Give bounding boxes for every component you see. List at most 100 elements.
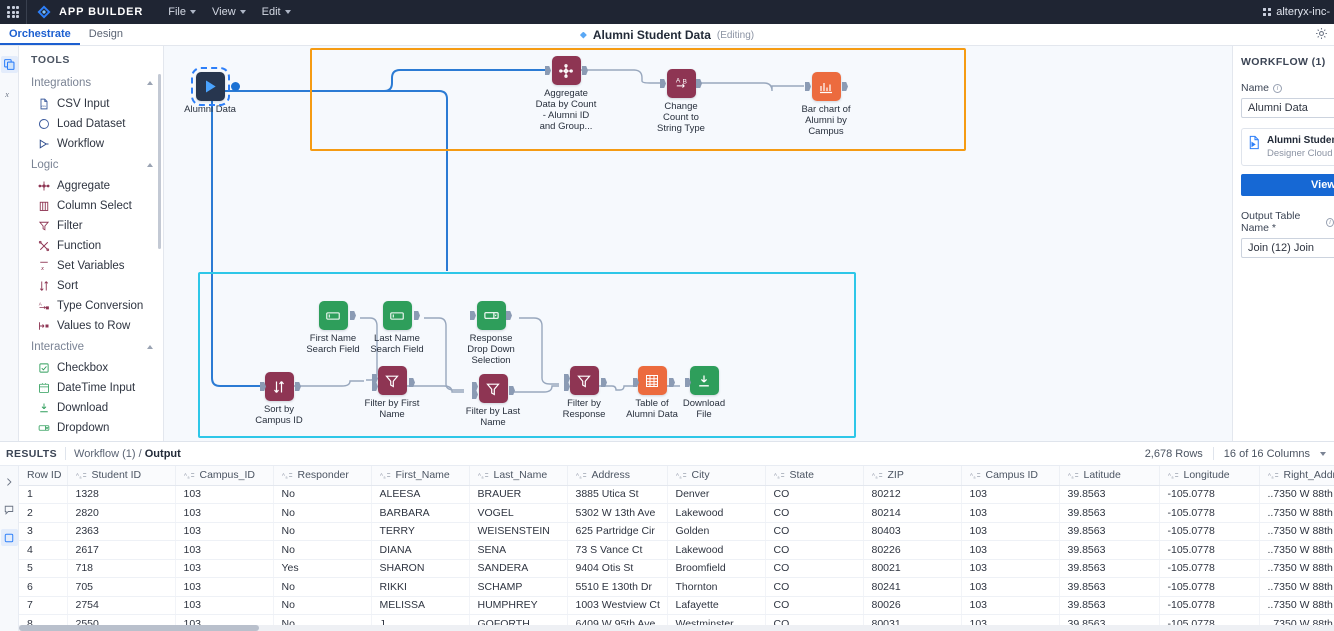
table-row[interactable]: 6 705 103 No RIKKI SCHAMP 5510 E 130th D… xyxy=(19,577,1334,597)
output-port[interactable] xyxy=(506,311,512,320)
dropdown-icon[interactable] xyxy=(476,301,506,330)
tool-csv-input[interactable]: csv CSV Input xyxy=(19,94,163,114)
bar-chart-icon[interactable] xyxy=(811,72,841,101)
table-row[interactable]: 4 2617 103 No DIANA SENA 73 S Vance Ct L… xyxy=(19,540,1334,560)
variables-x-icon[interactable]: x xyxy=(1,85,18,102)
linked-workflow-card[interactable]: Alumni Student Data - Designer Cloud xyxy=(1241,128,1334,166)
comment-bubble-icon[interactable] xyxy=(1,501,18,518)
column-count[interactable]: 16 of 16 Columns xyxy=(1223,447,1310,460)
info-icon[interactable]: i xyxy=(1326,217,1334,227)
input-port[interactable] xyxy=(805,82,811,91)
breadcrumb-workflow[interactable]: Workflow (1) xyxy=(74,447,136,460)
input-port-secondary[interactable] xyxy=(372,382,378,391)
sort-icon[interactable] xyxy=(264,372,294,401)
input-port[interactable] xyxy=(685,378,691,387)
org-switcher[interactable]: alteryx-inc- xyxy=(1263,6,1330,18)
workflow-play-icon[interactable] xyxy=(190,67,230,106)
gear-icon[interactable] xyxy=(1315,27,1328,43)
filter-funnel-icon[interactable] xyxy=(478,374,508,403)
input-port[interactable] xyxy=(545,66,551,75)
group-chart[interactable] xyxy=(310,48,966,151)
output-port[interactable] xyxy=(409,378,415,387)
table-row[interactable]: 2 2820 103 No BARBARA VOGEL 5302 W 13th … xyxy=(19,503,1334,523)
tab-design[interactable]: Design xyxy=(80,24,132,45)
tool-type-conversion[interactable]: A Type Conversion xyxy=(19,296,163,316)
data-preview-icon[interactable] xyxy=(0,529,18,546)
input-port[interactable] xyxy=(660,79,666,88)
tool-filter[interactable]: Filter xyxy=(19,216,163,236)
table-row[interactable]: 1 1328 103 No ALEESA BRAUER 3885 Utica S… xyxy=(19,485,1334,504)
tool-column-select[interactable]: Column Select xyxy=(19,196,163,216)
aggregate-icon[interactable] xyxy=(551,56,581,85)
tool-checkbox[interactable]: Checkbox xyxy=(19,358,163,378)
tools-panel-icon[interactable] xyxy=(0,56,18,73)
group-table[interactable] xyxy=(198,272,856,438)
node-filter-response[interactable]: Filter by Response xyxy=(556,366,612,420)
column-header-right-address[interactable]: Aa Right_Address xyxy=(1259,466,1334,486)
tab-orchestrate[interactable]: Orchestrate xyxy=(0,24,80,45)
tools-group-logic[interactable]: Logic xyxy=(19,154,163,176)
output-port[interactable] xyxy=(696,79,702,88)
output-port[interactable] xyxy=(414,311,420,320)
tool-download[interactable]: Download xyxy=(19,398,163,418)
input-port[interactable] xyxy=(372,374,378,383)
tool-function[interactable]: Function xyxy=(19,236,163,256)
node-table-alumni[interactable]: Table of Alumni Data xyxy=(624,366,680,420)
name-input[interactable]: Alumni Data xyxy=(1241,98,1334,118)
node-response-dropdown[interactable]: Response Drop Down Selection xyxy=(460,301,522,366)
info-icon[interactable]: i xyxy=(1273,83,1283,93)
output-port[interactable] xyxy=(669,378,675,387)
output-port[interactable] xyxy=(231,82,240,91)
table-row[interactable]: 3 2363 103 No TERRY WEISENSTEIN 625 Part… xyxy=(19,522,1334,541)
node-first-name-search[interactable]: First Name Search Field xyxy=(305,301,361,355)
app-grid-icon[interactable] xyxy=(0,6,26,18)
node-download-file[interactable]: Download File xyxy=(676,366,732,420)
table-grid-icon[interactable] xyxy=(637,366,667,395)
column-header-row-id[interactable]: Row ID xyxy=(19,466,68,486)
tools-scrollbar[interactable] xyxy=(158,74,161,249)
horizontal-scrollbar-thumb[interactable] xyxy=(19,625,259,631)
workflow-canvas[interactable]: Alumni Data Aggregate Data by Count - Al… xyxy=(164,46,1232,441)
output-port[interactable] xyxy=(509,386,515,395)
chevron-down-icon[interactable] xyxy=(1320,451,1326,456)
output-port[interactable] xyxy=(842,82,848,91)
tool-dropdown[interactable]: Dropdown xyxy=(19,418,163,438)
type-conversion-icon[interactable]: A B xyxy=(666,69,696,98)
breadcrumb[interactable]: Workflow (1) / Output xyxy=(74,448,181,460)
tool-sort[interactable]: Sort xyxy=(19,276,163,296)
input-port[interactable] xyxy=(472,382,478,391)
tool-datetime-input[interactable]: DateTime Input xyxy=(19,378,163,398)
filter-funnel-icon[interactable] xyxy=(377,366,407,395)
alteryx-diamond-icon[interactable] xyxy=(37,5,51,19)
text-input-icon[interactable] xyxy=(382,301,412,330)
input-port[interactable] xyxy=(260,382,266,391)
node-bar-chart[interactable]: Bar chart of Alumni by Campus xyxy=(796,72,856,137)
menu-file[interactable]: File xyxy=(161,3,203,21)
input-port-secondary[interactable] xyxy=(472,390,478,399)
tools-group-integrations[interactable]: Integrations xyxy=(19,72,163,94)
table-row[interactable]: 5 718 103 Yes SHARON SANDERA 9404 Otis S… xyxy=(19,559,1334,578)
output-table-input[interactable]: Join (12) Join xyxy=(1241,238,1334,258)
node-alumni-data[interactable]: Alumni Data xyxy=(182,67,240,115)
tool-set-variables[interactable]: x Set Variables xyxy=(19,256,163,276)
node-filter-first[interactable]: Filter by First Name xyxy=(364,366,420,420)
tool-workflow[interactable]: Workflow xyxy=(19,134,163,154)
tool-aggregate[interactable]: Aggregate xyxy=(19,176,163,196)
output-port[interactable] xyxy=(350,311,356,320)
node-aggregate[interactable]: Aggregate Data by Count - Alumni ID and … xyxy=(534,56,598,132)
table-row[interactable]: 7 2754 103 No MELISSA HUMPHREY 1003 West… xyxy=(19,596,1334,615)
input-port[interactable] xyxy=(470,311,476,320)
tools-group-interactive[interactable]: Interactive xyxy=(19,336,163,358)
